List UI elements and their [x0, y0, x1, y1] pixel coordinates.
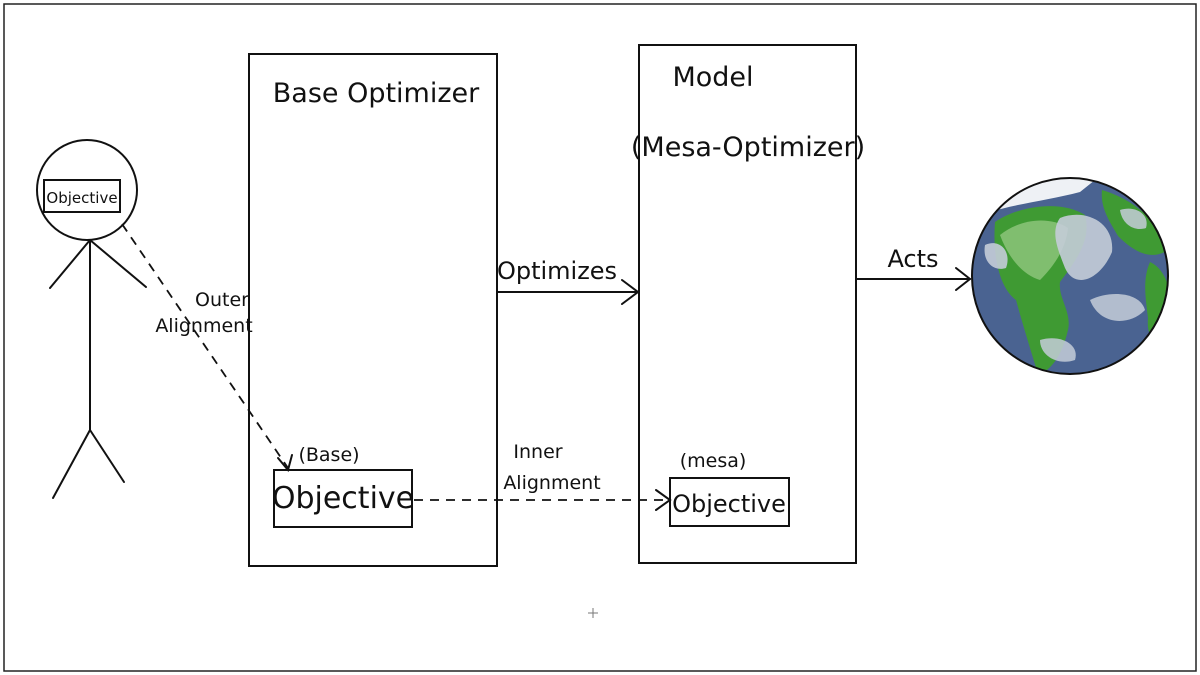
globe-outline: [971, 177, 1169, 375]
human-right-arm: [89, 239, 147, 288]
globe-cloud-1: [984, 243, 1008, 269]
model-box: [638, 44, 857, 564]
human-objective-label: Objective: [46, 189, 117, 207]
outer-alignment-label-2: Alignment: [155, 315, 252, 337]
outer-alignment-label-1: Outer: [195, 289, 249, 311]
acts-arrowhead: [955, 267, 972, 291]
model-subtitle: (Mesa-Optimizer): [631, 132, 865, 163]
base-optimizer-title: Base Optimizer: [273, 78, 480, 109]
human-head: [36, 139, 138, 241]
base-objective-label: Objective: [272, 481, 414, 516]
mesa-objective-label: Objective: [672, 490, 786, 518]
page-frame: [3, 3, 1197, 672]
outer-alignment-arrow: [121, 223, 289, 469]
globe-cloud-4: [1040, 338, 1076, 362]
globe-cloud-2: [1055, 214, 1113, 280]
base-objective-tag: (Base): [298, 444, 359, 466]
globe-cloud-3: [1090, 294, 1145, 321]
human-objective-box: [43, 179, 121, 213]
base-optimizer-box: [248, 53, 498, 567]
globe-cloud-5: [1120, 208, 1147, 230]
mesa-objective-box: [669, 477, 790, 527]
inner-alignment-label-1: Inner: [513, 441, 562, 463]
mesa-objective-tag: (mesa): [680, 450, 747, 472]
human-right-leg: [89, 429, 125, 483]
human-left-leg: [52, 429, 91, 499]
globe-icon: [971, 177, 1169, 375]
optimizes-label: Optimizes: [497, 257, 617, 285]
stick-figure-icon: [36, 139, 147, 499]
cursor-crosshair-icon: [588, 608, 598, 618]
base-objective-box: [273, 469, 413, 528]
human-left-arm: [49, 239, 91, 289]
acts-label: Acts: [887, 245, 938, 273]
globe-land-highlight: [1000, 220, 1068, 280]
inner-alignment-label-2: Alignment: [503, 472, 600, 494]
model-title: Model: [672, 62, 753, 93]
